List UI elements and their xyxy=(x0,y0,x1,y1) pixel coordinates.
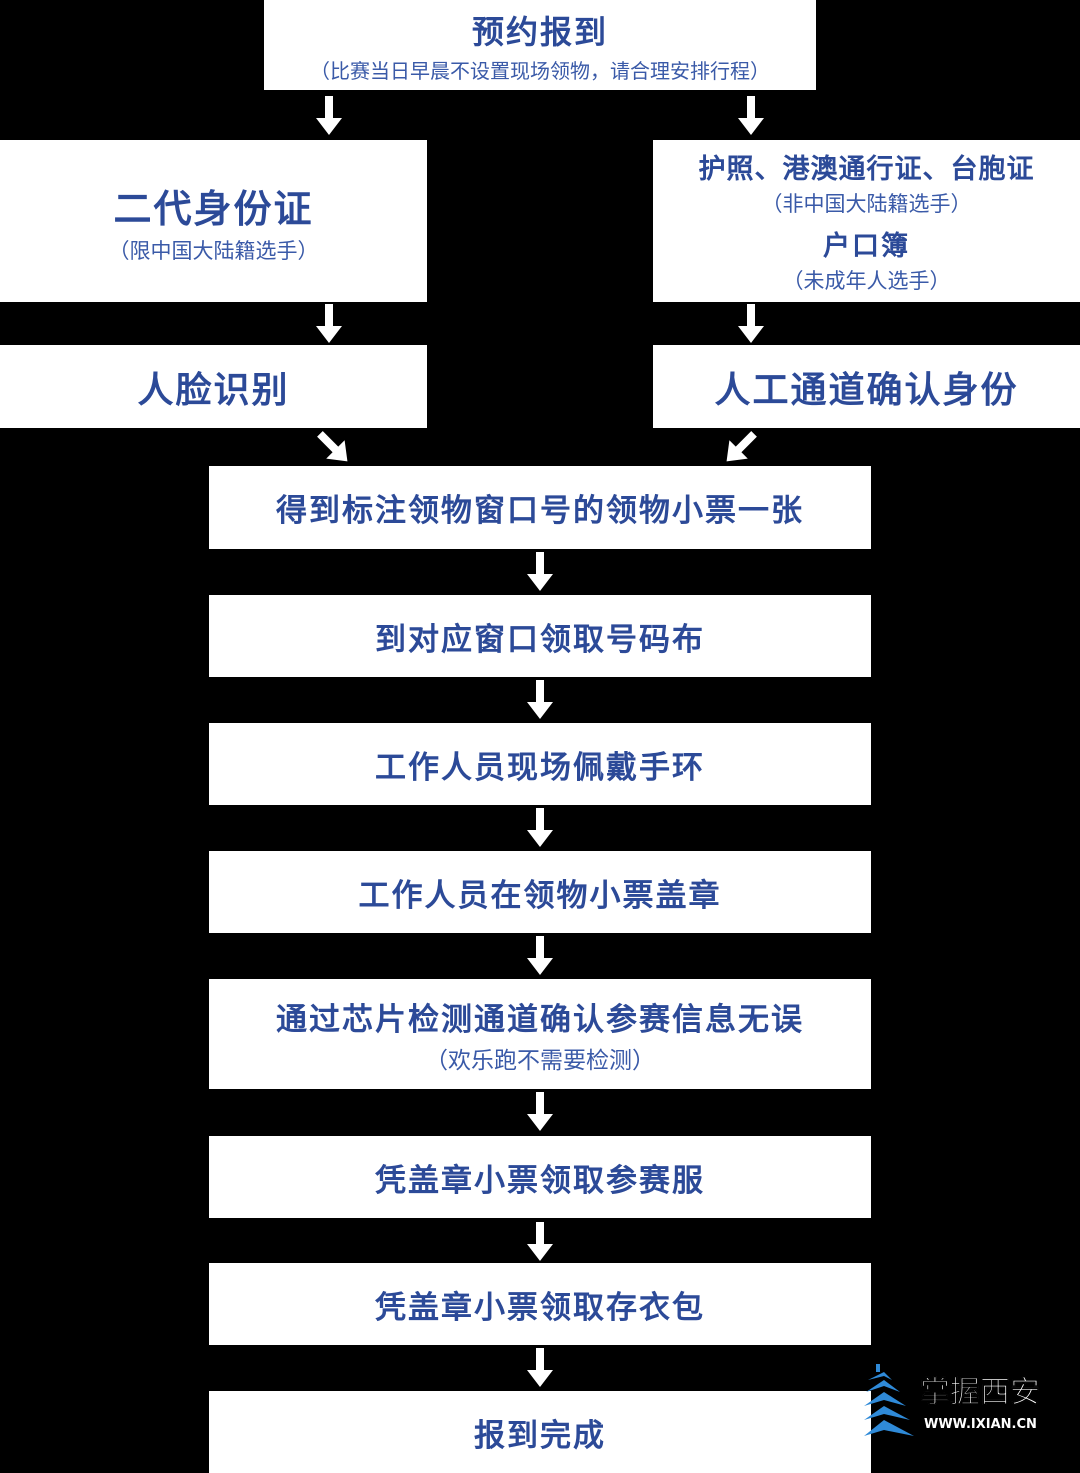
step-done: 报到完成 xyxy=(209,1391,871,1473)
step-note-2: （未成年人选手） xyxy=(782,270,951,293)
step-title: 得到标注领物窗口号的领物小票一张 xyxy=(276,493,804,528)
down-arrow-icon xyxy=(527,936,553,975)
step-title: 工作人员在领物小票盖章 xyxy=(358,877,722,913)
step-title: 预约报到 xyxy=(471,13,608,50)
step-stamp: 工作人员在领物小票盖章 xyxy=(209,851,871,933)
step-title: 人工通道确认身份 xyxy=(714,368,1019,410)
down-arrow-icon xyxy=(527,1348,553,1387)
step-bag: 凭盖章小票领取存衣包 xyxy=(209,1263,871,1345)
step-title-2: 户口簿 xyxy=(823,231,910,261)
step-booking: 预约报到 （比赛当日早晨不设置现场领物，请合理安排行程） xyxy=(264,0,816,90)
step-id-card: 二代身份证 （限中国大陆籍选手） xyxy=(0,140,427,302)
pagoda-icon xyxy=(864,1364,914,1436)
step-title: 二代身份证 xyxy=(113,188,314,231)
step-title: 到对应窗口领取号码布 xyxy=(375,621,705,657)
step-title: 凭盖章小票领取参赛服 xyxy=(375,1162,705,1198)
down-arrow-icon xyxy=(738,304,764,343)
step-manual: 人工通道确认身份 xyxy=(653,345,1080,428)
down-arrow-icon xyxy=(316,96,342,135)
step-bib: 到对应窗口领取号码布 xyxy=(209,595,871,677)
down-arrow-icon xyxy=(527,1222,553,1261)
step-title: 工作人员现场佩戴手环 xyxy=(375,749,705,785)
step-chip: 通过芯片检测通道确认参赛信息无误 （欢乐跑不需要检测） xyxy=(209,979,871,1089)
down-arrow-icon xyxy=(726,431,757,462)
step-note: （比赛当日早晨不设置现场领物，请合理安排行程） xyxy=(310,60,770,83)
down-arrow-icon xyxy=(527,1092,553,1131)
step-title: 凭盖章小票领取存衣包 xyxy=(375,1289,705,1325)
step-ticket: 得到标注领物窗口号的领物小票一张 xyxy=(209,466,871,549)
step-title: 报到完成 xyxy=(474,1417,606,1453)
step-note: （欢乐跑不需要检测） xyxy=(425,1046,655,1073)
step-note: （非中国大陆籍选手） xyxy=(761,193,972,216)
step-shirt: 凭盖章小票领取参赛服 xyxy=(209,1136,871,1218)
ixian-logo: 掌握西安 WWW.IXIAN.CN xyxy=(864,1364,1040,1436)
step-face: 人脸识别 xyxy=(0,345,427,428)
step-title: 护照、港澳通行证、台胞证 xyxy=(698,154,1035,184)
step-note: （限中国大陆籍选手） xyxy=(108,239,319,263)
down-arrow-icon xyxy=(527,552,553,591)
down-arrow-icon xyxy=(738,96,764,135)
down-arrow-icon xyxy=(527,808,553,847)
step-title: 通过芯片检测通道确认参赛信息无误 xyxy=(276,1001,804,1037)
down-arrow-icon xyxy=(527,680,553,719)
svg-text:掌握西安: 掌握西安 xyxy=(920,1375,1040,1410)
step-passport: 护照、港澳通行证、台胞证 （非中国大陆籍选手） 户口簿 （未成年人选手） xyxy=(653,140,1080,302)
svg-text:WWW.IXIAN.CN: WWW.IXIAN.CN xyxy=(924,1417,1037,1432)
down-arrow-icon xyxy=(317,431,348,462)
step-wristband: 工作人员现场佩戴手环 xyxy=(209,723,871,805)
down-arrow-icon xyxy=(316,304,342,343)
step-title: 人脸识别 xyxy=(137,368,290,410)
